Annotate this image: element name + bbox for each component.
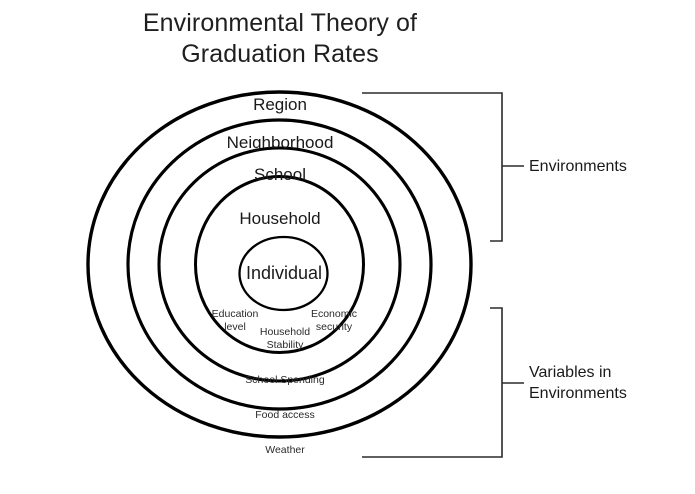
ring-outline-school xyxy=(157,146,402,383)
variable-label-economic-security: Economic security xyxy=(298,308,370,333)
variable-household-stability-line-1: Household xyxy=(259,326,311,338)
variable-label-education-level: Education level xyxy=(199,308,271,333)
variable-label-school-spending: School Spending xyxy=(245,374,325,386)
ring-outline-neighborhood xyxy=(126,118,433,411)
variable-label-food-access: Food access xyxy=(255,409,315,421)
bracket-variables-line-1: Variables in xyxy=(529,364,612,381)
ring-label-school: School xyxy=(254,165,306,184)
page-title-line-1: Environmental Theory of xyxy=(142,9,418,37)
page-title: Environmental Theory of Graduation Rates xyxy=(0,8,560,70)
ring-label-neighborhood: Neighborhood xyxy=(226,133,334,152)
variable-label-weather: Weather xyxy=(265,444,305,456)
page-title-line-2: Graduation Rates xyxy=(181,40,379,68)
variable-household-stability-line-2: Stability xyxy=(266,338,304,351)
bracket-variables xyxy=(362,307,503,458)
variable-label-household-stability: Household Stability xyxy=(238,326,332,351)
ring-label-household: Household xyxy=(239,209,321,228)
variable-education-level-line-2: level xyxy=(224,320,246,333)
ring-outline-household xyxy=(194,175,365,354)
bracket-environments xyxy=(362,92,503,242)
ring-label-individual: Individual xyxy=(245,263,323,283)
bracket-variables-line-2: Environments xyxy=(529,385,627,402)
variable-education-level-line-1: Education xyxy=(211,308,259,320)
variable-economic-security-line-2: security xyxy=(315,320,353,333)
ring-label-region: Region xyxy=(253,95,307,114)
bracket-label-variables-in-environments: Variables in Environments xyxy=(529,362,627,404)
variable-economic-security-line-1: Economic xyxy=(310,308,358,320)
ring-outline-individual xyxy=(238,235,329,312)
bracket-environments-line-1: Environments xyxy=(529,158,627,175)
ring-outline-region xyxy=(86,90,473,439)
bracket-label-environments: Environments xyxy=(529,156,627,177)
